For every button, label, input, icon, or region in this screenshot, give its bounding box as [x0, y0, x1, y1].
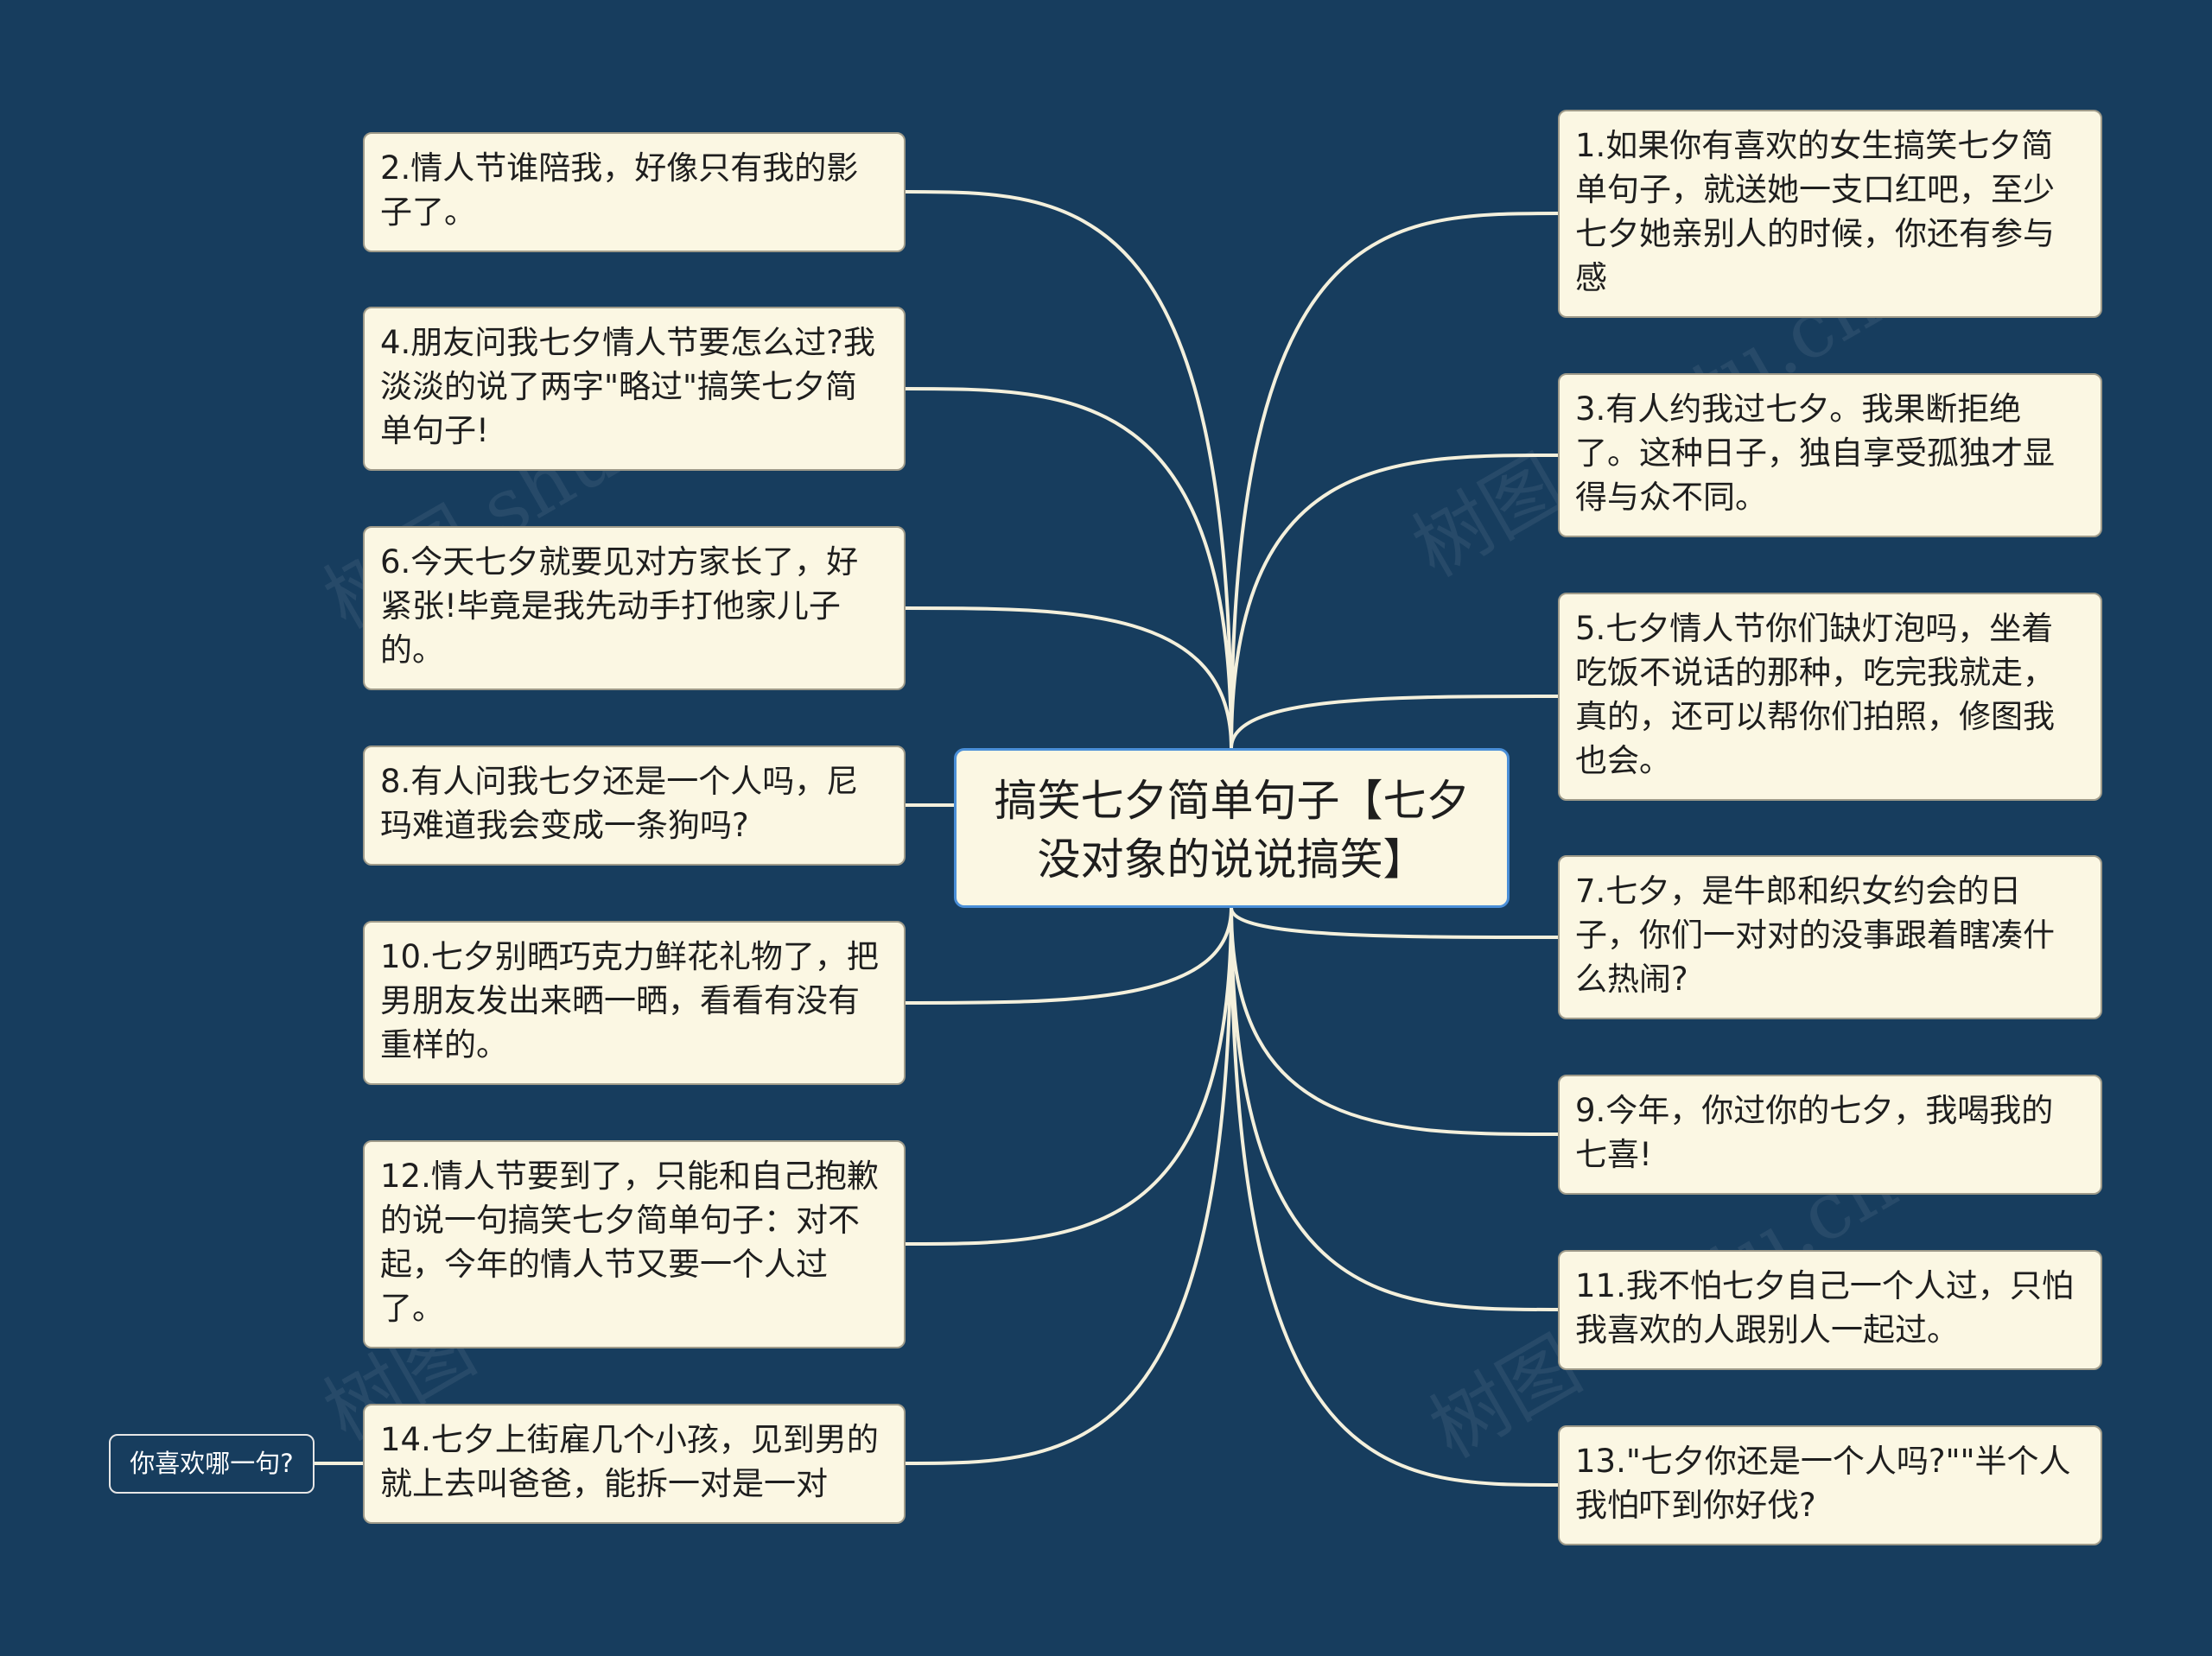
connector-left-2: [905, 387, 1233, 749]
connector-right-1: [1230, 212, 1559, 749]
connector-right-4: [1230, 907, 1559, 939]
connector-left-5: [905, 907, 1233, 1005]
connector-left-1: [905, 190, 1233, 749]
connector-left-3: [905, 606, 1233, 749]
right-node-3[interactable]: 5.七夕情人节你们缺灯泡吗，坐着吃饭不说话的那种，吃完我就走，真的，还可以帮你们…: [1558, 593, 2102, 801]
left-node-5[interactable]: 10.七夕别晒巧克力鲜花礼物了，把男朋友发出来晒一晒，看看有没有重样的。: [363, 921, 906, 1085]
right-node-4[interactable]: 7.七夕，是牛郎和织女约会的日子，你们一对对的没事跟着瞎凑什么热闹?: [1558, 855, 2102, 1019]
connector-left-7: [905, 907, 1233, 1465]
left-node-2[interactable]: 4.朋友问我七夕情人节要怎么过?我淡淡的说了两字"略过"搞笑七夕简单句子!: [363, 307, 906, 471]
right-node-5[interactable]: 9.今年，你过你的七夕，我喝我的七喜!: [1558, 1075, 2102, 1195]
right-node-2[interactable]: 3.有人约我过七夕。我果断拒绝了。这种日子，独自享受孤独才显得与众不同。: [1558, 373, 2102, 537]
connector-right-6: [1230, 907, 1559, 1311]
right-node-1[interactable]: 1.如果你有喜欢的女生搞笑七夕简单句子，就送她一支口红吧，至少七夕她亲别人的时候…: [1558, 110, 2102, 318]
question-tag[interactable]: 你喜欢哪一句?: [109, 1434, 315, 1494]
connector-right-5: [1230, 907, 1559, 1136]
left-node-1[interactable]: 2.情人节谁陪我，好像只有我的影子了。: [363, 132, 906, 252]
left-node-7[interactable]: 14.七夕上街雇几个小孩，见到男的就上去叫爸爸，能拆一对是一对: [363, 1404, 906, 1524]
right-node-7[interactable]: 13."七夕你还是一个人吗?""半个人我怕吓到你好伐?: [1558, 1425, 2102, 1545]
connector-right-2: [1230, 454, 1559, 749]
root-topic[interactable]: 搞笑七夕简单句子【七夕没对象的说说搞笑】: [954, 748, 1510, 908]
left-node-3[interactable]: 6.今天七夕就要见对方家长了，好紧张!毕竟是我先动手打他家儿子的。: [363, 526, 906, 690]
right-node-6[interactable]: 11.我不怕七夕自己一个人过，只怕我喜欢的人跟别人一起过。: [1558, 1250, 2102, 1370]
left-node-6[interactable]: 12.情人节要到了，只能和自己抱歉的说一句搞笑七夕简单句子：对不起，今年的情人节…: [363, 1140, 906, 1348]
connector-right-3: [1230, 695, 1559, 749]
left-node-4[interactable]: 8.有人问我七夕还是一个人吗，尼玛难道我会变成一条狗吗?: [363, 746, 906, 866]
connector-right-7: [1230, 907, 1559, 1487]
connector-left-6: [905, 907, 1233, 1246]
